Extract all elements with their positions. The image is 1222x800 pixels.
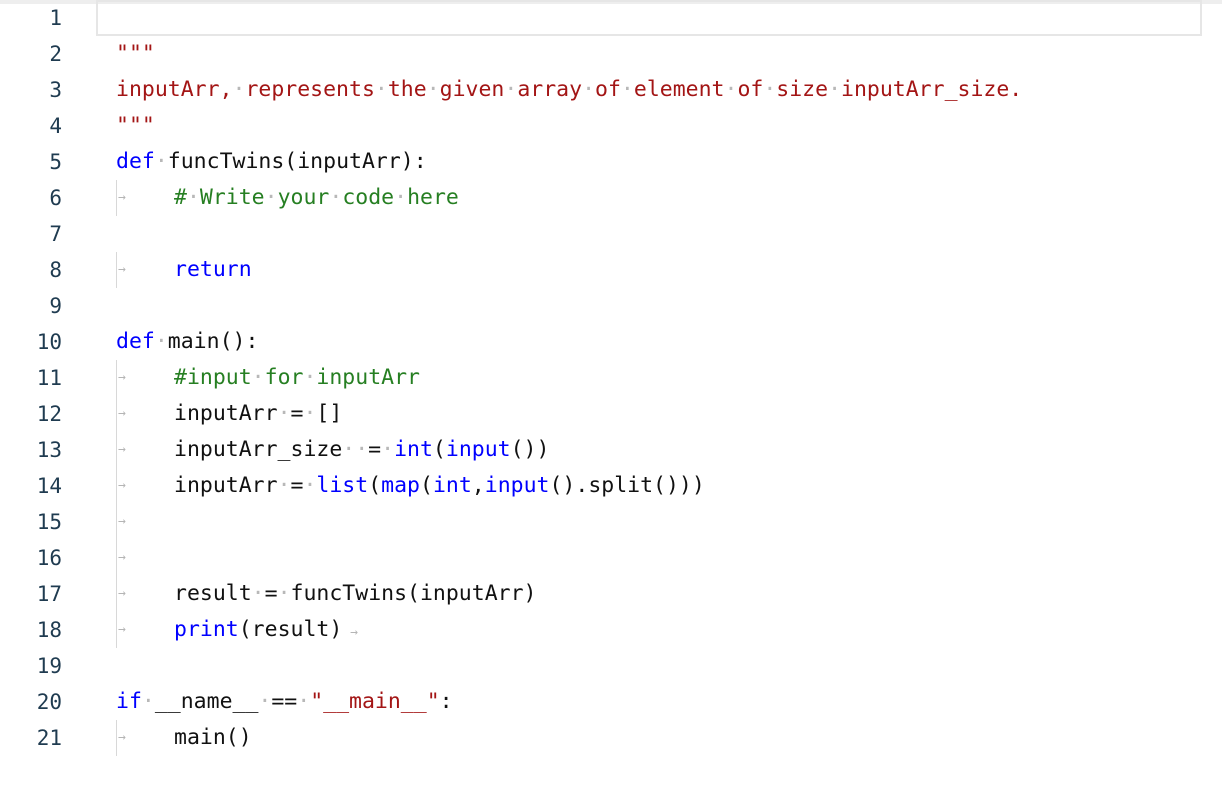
code-line[interactable]: if·__name__·==·"__main__": <box>116 689 453 714</box>
trailing-tab-icon: → <box>342 625 358 640</box>
code-line[interactable]: →inputArr·=·list(map(int,input().split()… <box>96 468 1222 504</box>
indent-guide <box>116 720 117 756</box>
line-number: 2 <box>49 42 62 66</box>
line-number: 10 <box>36 330 62 354</box>
indent-guide <box>116 432 117 468</box>
tab-marker-icon: → <box>118 550 126 565</box>
line-number: 17 <box>36 582 62 606</box>
code-line[interactable]: """ <box>116 113 155 138</box>
line-number: 14 <box>36 474 62 498</box>
line-number: 9 <box>49 294 62 318</box>
indent-guide <box>116 468 117 504</box>
code-line[interactable]: def·main(): <box>116 329 259 354</box>
line-number: 1 <box>49 6 62 30</box>
tab-marker-icon: → <box>118 406 126 421</box>
indent-guide <box>116 576 117 612</box>
code-line[interactable]: """ <box>116 41 155 66</box>
code-line[interactable] <box>96 648 1222 684</box>
tab-marker-icon: → <box>118 478 126 493</box>
code-line[interactable]: →main() <box>96 720 1222 756</box>
line-number: 4 <box>49 114 62 138</box>
code-line[interactable]: inputArr,·represents·the·given·array·of·… <box>116 77 1023 102</box>
tab-marker-icon: → <box>118 262 126 277</box>
indent-guide <box>116 540 117 576</box>
line-number: 21 <box>36 726 62 750</box>
line-number: 7 <box>49 222 62 246</box>
tab-marker-icon: → <box>118 370 126 385</box>
code-area[interactable]: """ inputArr,·represents·the·given·array·… <box>96 0 1222 800</box>
line-number: 19 <box>36 654 62 678</box>
code-line[interactable]: → <box>96 504 1222 540</box>
indent-guide <box>116 612 117 648</box>
tab-marker-icon: → <box>118 514 126 529</box>
code-line[interactable]: →print(result) → <box>96 612 1222 648</box>
line-number: 15 <box>36 510 62 534</box>
indent-guide <box>116 396 117 432</box>
line-number: 8 <box>49 258 62 282</box>
editor-top-border <box>0 0 1222 4</box>
line-number: 3 <box>49 78 62 102</box>
code-line[interactable] <box>96 216 1222 252</box>
line-number: 13 <box>36 438 62 462</box>
tab-marker-icon: → <box>118 442 126 457</box>
tab-marker-icon: → <box>118 622 126 637</box>
indent-guide <box>116 252 117 288</box>
code-line[interactable] <box>96 288 1222 324</box>
indent-guide <box>116 360 117 396</box>
line-number: 16 <box>36 546 62 570</box>
tab-marker-icon: → <box>118 730 126 745</box>
code-line[interactable]: def·funcTwins(inputArr): <box>116 149 427 174</box>
tab-marker-icon: → <box>118 190 126 205</box>
current-code-line[interactable] <box>96 0 1202 36</box>
line-number: 12 <box>36 402 62 426</box>
code-line[interactable]: →#·Write·your·code·here <box>96 180 1222 216</box>
line-number: 11 <box>36 366 62 390</box>
indent-guide <box>116 180 117 216</box>
tab-marker-icon: → <box>118 586 126 601</box>
code-line[interactable]: →#input·for·inputArr <box>96 360 1222 396</box>
line-number: 5 <box>49 150 62 174</box>
code-line[interactable]: → <box>96 540 1222 576</box>
code-line[interactable]: →inputArr_size··=·int(input()) <box>96 432 1222 468</box>
code-line[interactable]: →result·=·funcTwins(inputArr) <box>96 576 1222 612</box>
line-number: 18 <box>36 618 62 642</box>
indent-guide <box>116 504 117 540</box>
line-number: 6 <box>49 186 62 210</box>
line-number: 20 <box>36 690 62 714</box>
code-line[interactable]: →return <box>96 252 1222 288</box>
code-line[interactable]: →inputArr·=·[] <box>96 396 1222 432</box>
